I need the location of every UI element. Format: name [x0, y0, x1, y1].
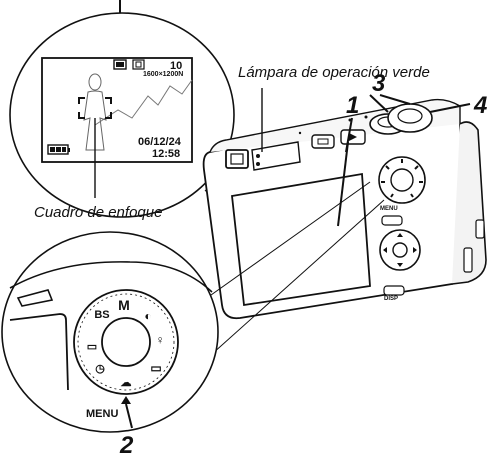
lcd-time: 12:58: [152, 148, 181, 160]
lcd-shots-remaining: 10: [170, 60, 183, 72]
green-lamp-caption: Lámpara de operación verde: [238, 64, 430, 81]
callout-number-3: 3: [372, 70, 386, 97]
rec-button[interactable]: [311, 134, 335, 149]
dial-zoom-bubble: M BS ▭ ◷ ◐ ♀ ▭ ☁: [1, 181, 385, 433]
dial-mark-scene: ♀: [156, 333, 165, 347]
leader-1-top: [345, 117, 353, 153]
dial-mark-play: ☁: [121, 377, 132, 389]
lcd-zoom-bubble: [9, 12, 263, 241]
dial-mark-timer: ◷: [95, 363, 105, 375]
dial-mark-bs: BS: [94, 309, 109, 321]
leader-4: [429, 103, 471, 113]
dial-mark-macro: ◐: [144, 309, 151, 323]
dial-pointer-icon: [121, 396, 131, 404]
lcd-image-size: 1600×1200N: [143, 71, 184, 78]
focus-frame-caption: Cuadro de enfoque: [34, 204, 163, 221]
camera-body: [202, 88, 487, 320]
leader-3a: [369, 94, 389, 113]
leader-1: [337, 141, 349, 227]
dial-mark-movie: ▭: [87, 341, 97, 353]
menu-button[interactable]: [381, 215, 403, 226]
callout-number-2: 2: [120, 432, 134, 459]
callout-number-1: 1: [346, 92, 360, 119]
dial-mark-voice: ▭: [150, 361, 161, 375]
set-button[interactable]: [392, 242, 408, 258]
operation-lamp-green: [256, 154, 260, 158]
camera-menu-label: MENU: [380, 206, 398, 212]
operation-lamp-red: [256, 162, 260, 166]
camera-lcd: [231, 172, 371, 307]
metering-icon: [132, 59, 145, 70]
dial-menu-label: MENU: [86, 408, 119, 420]
callout-number-4: 4: [474, 92, 488, 119]
lcd-date: 06/12/24: [138, 136, 181, 148]
disp-button[interactable]: [383, 285, 405, 296]
leader-2: [125, 403, 133, 429]
leader-3b: [379, 94, 411, 105]
dial-mark-m: M: [118, 297, 130, 313]
camera-disp-label: DISP: [384, 296, 399, 302]
dial-center: [101, 317, 151, 367]
